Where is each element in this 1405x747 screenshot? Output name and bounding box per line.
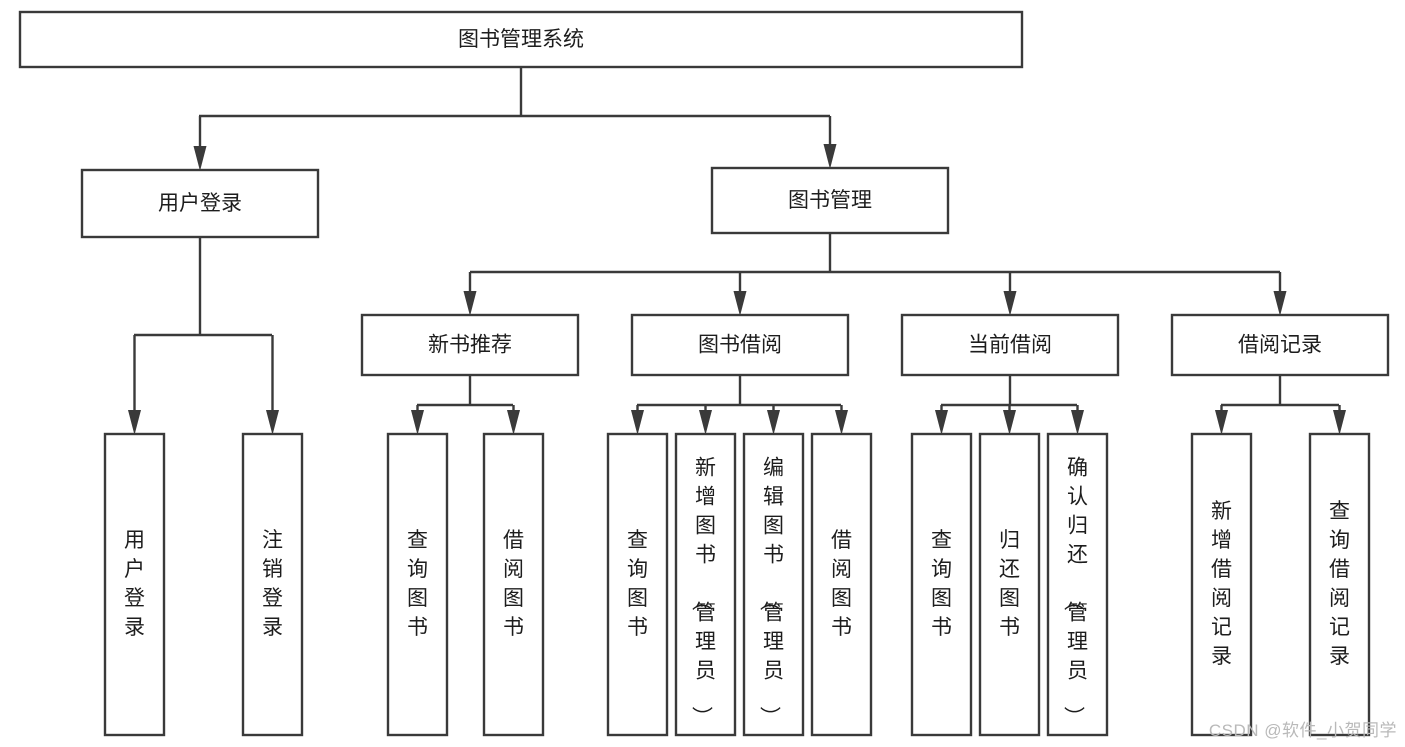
node-label: 编辑图书（管理员） [758,456,784,727]
node-root[interactable]: 图书管理系统 [18,10,1024,69]
node-leaf-user-login[interactable]: 用户登录 [103,432,166,737]
arrow-head-icon [1003,291,1017,316]
arrow-head-icon [631,410,644,435]
node-box[interactable] [742,432,805,737]
node-user-login[interactable]: 用户登录 [80,168,320,239]
arrow-head-icon [1333,410,1346,435]
arrow-head-icon [1003,410,1016,435]
node-label: 图书借阅 [698,334,782,357]
arrow-head-icon [266,410,279,435]
node-box[interactable] [1308,432,1371,737]
connector-group-book-borrow [631,375,848,435]
node-label: 借阅图书 [831,529,852,639]
node-leaf-user-logout[interactable]: 注销登录 [241,432,304,737]
arrow-head-icon [835,410,848,435]
node-label: 图书管理系统 [458,28,584,51]
node-box[interactable] [386,432,449,737]
connector-group-borrow-record [1215,375,1346,435]
node-label: 查询图书 [627,529,648,639]
node-label: 新增图书（管理员） [690,456,716,727]
node-box[interactable] [978,432,1041,737]
node-box[interactable] [482,432,545,737]
node-borrow-record[interactable]: 借阅记录 [1170,313,1390,377]
node-label: 借阅记录 [1238,334,1322,357]
connector-group-root [193,67,837,171]
arrow-head-icon [128,410,141,435]
node-label: 查询图书 [931,529,952,639]
node-box[interactable] [630,313,850,377]
node-book-borrow[interactable]: 图书借阅 [630,313,850,377]
node-box[interactable] [1170,313,1390,377]
node-label: 确认归还（管理员） [1062,456,1088,727]
node-label: 注销登录 [262,529,283,639]
node-leaf-query-book-borrow[interactable]: 查询图书 [606,432,669,737]
node-label: 当前借阅 [968,334,1052,357]
node-leaf-borrow-book-rec[interactable]: 借阅图书 [482,432,545,737]
node-label: 借阅图书 [503,529,524,639]
node-leaf-add-record[interactable]: 新增借阅记录 [1190,432,1253,737]
arrow-head-icon [935,410,948,435]
node-box[interactable] [18,10,1024,69]
node-leaf-add-book[interactable]: 新增图书（管理员） [674,432,737,737]
connector-layer [128,67,1346,435]
node-box[interactable] [710,166,950,235]
node-box[interactable] [910,432,973,737]
node-leaf-confirm-return[interactable]: 确认归还（管理员） [1046,432,1109,737]
arrow-head-icon [1071,410,1084,435]
node-box[interactable] [103,432,166,737]
arrow-head-icon [411,410,424,435]
node-new-book-recommend[interactable]: 新书推荐 [360,313,580,377]
node-label: 归还图书 [999,529,1020,639]
connector-group-user-login [128,237,279,435]
node-box[interactable] [606,432,669,737]
node-leaf-borrow-book[interactable]: 借阅图书 [810,432,873,737]
node-leaf-query-record[interactable]: 查询借阅记录 [1308,432,1371,737]
node-leaf-return-book[interactable]: 归还图书 [978,432,1041,737]
node-box[interactable] [1190,432,1253,737]
node-box[interactable] [241,432,304,737]
arrow-head-icon [699,410,712,435]
node-box[interactable] [80,168,320,239]
node-current-borrow[interactable]: 当前借阅 [900,313,1120,377]
connector-group-current-borrow [935,375,1084,435]
node-label: 用户登录 [158,192,242,215]
node-label: 新书推荐 [428,334,512,357]
node-box[interactable] [1046,432,1109,737]
arrow-head-icon [767,410,780,435]
node-box[interactable] [360,313,580,377]
node-box[interactable] [810,432,873,737]
node-label: 查询图书 [407,529,428,639]
node-layer: 图书管理系统用户登录图书管理新书推荐图书借阅当前借阅借阅记录用户登录注销登录查询… [18,10,1390,737]
node-box[interactable] [674,432,737,737]
node-leaf-edit-book[interactable]: 编辑图书（管理员） [742,432,805,737]
connector-group-book-management [463,233,1287,316]
arrow-head-icon [823,144,837,169]
node-box[interactable] [900,313,1120,377]
node-label: 用户登录 [124,529,145,639]
arrow-head-icon [733,291,747,316]
node-label: 图书管理 [788,189,872,212]
node-leaf-query-book-cur[interactable]: 查询图书 [910,432,973,737]
arrow-head-icon [507,410,520,435]
arrow-head-icon [1215,410,1228,435]
node-label: 查询借阅记录 [1329,500,1350,668]
arrow-head-icon [1273,291,1287,316]
arrow-head-icon [463,291,477,316]
node-leaf-query-book-rec[interactable]: 查询图书 [386,432,449,737]
node-book-management[interactable]: 图书管理 [710,166,950,235]
node-label: 新增借阅记录 [1211,500,1232,668]
arrow-head-icon [193,146,207,171]
connector-group-new-book-recommend [411,375,520,435]
